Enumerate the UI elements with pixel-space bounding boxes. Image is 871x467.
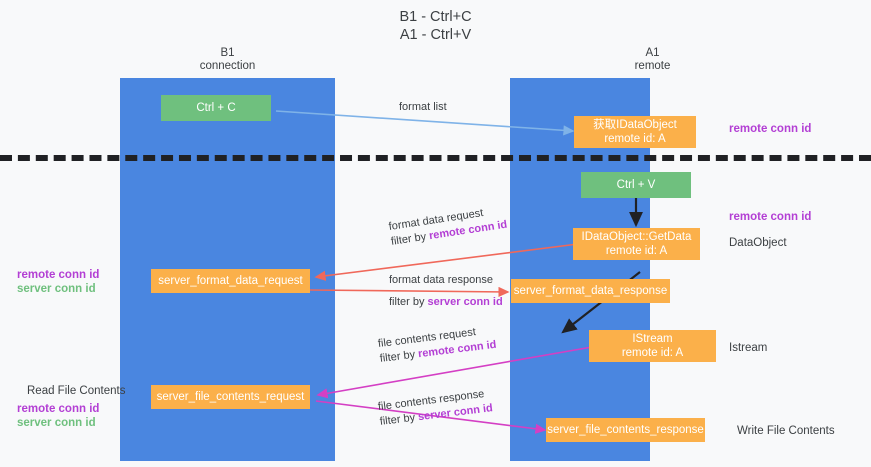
column-header-b1: B1 connection [120, 47, 335, 73]
box-istream-line1: IStream [632, 333, 673, 345]
box-server-file-contents-request[interactable]: server_file_contents_request [151, 385, 310, 409]
box-server-file-contents-request-label: server_file_contents_request [156, 391, 305, 403]
flow-label-format-list-line1: format list [399, 101, 447, 113]
right-label-write-file-contents: Write File Contents [737, 425, 835, 437]
flow-prefix: filter by [379, 411, 419, 428]
arrow-file-contents-request [316, 346, 593, 399]
left-label-read-file-contents: Read File Contents [27, 385, 126, 397]
box-get-idataobject-line2: remote id: A [604, 133, 666, 145]
box-get-idataobject[interactable]: 获取IDataObject remote id: A [574, 116, 696, 148]
right-label-remote-conn-id-top: remote conn id [729, 123, 812, 135]
arrow-file-contents-response [315, 400, 547, 434]
flow-label-format-data-response-line2: filter by server conn id [389, 295, 503, 310]
box-server-format-data-request-label: server_format_data_request [158, 275, 303, 287]
flow-label-format-list: format list [399, 100, 447, 115]
box-get-idataobject-line1: 获取IDataObject [593, 119, 677, 131]
arrow-format-list [275, 110, 575, 136]
box-server-file-contents-response-label: server_file_contents_response [547, 424, 704, 436]
column-header-b1-name: B1 [220, 47, 235, 59]
arrow-format-data-request [314, 243, 579, 281]
box-idataobject-getdata[interactable]: IDataObject::GetData remote id: A [573, 228, 700, 260]
box-ctrl-c-label: Ctrl + C [196, 102, 236, 114]
left-label-bottom-remote-conn-id: remote conn id [17, 403, 100, 415]
flow-prefix: filter by [379, 348, 419, 365]
right-label-dataobject: DataObject [729, 237, 787, 249]
box-idataobject-getdata-line2: remote id: A [605, 245, 668, 257]
right-label-istream: Istream [729, 342, 768, 354]
box-idataobject-getdata-line1: IDataObject::GetData [581, 231, 692, 243]
box-ctrl-c[interactable]: Ctrl + C [161, 95, 271, 121]
title-line-2: A1 - Ctrl+V [399, 27, 472, 43]
box-ctrl-v[interactable]: Ctrl + V [581, 172, 691, 198]
left-label-bottom-server-conn-id: server conn id [17, 417, 96, 429]
box-server-format-data-response-label: server_format_data_response [513, 285, 668, 297]
flow-label-format-data-response-line1: format data response [389, 274, 493, 286]
column-header-b1-role: connection [199, 60, 256, 72]
left-label-mid-remote-conn-id: remote conn id [17, 269, 100, 281]
box-server-format-data-response[interactable]: server_format_data_response [511, 279, 670, 303]
right-label-remote-conn-id-mid: remote conn id [729, 211, 812, 223]
column-header-a1-name: A1 [645, 47, 660, 59]
box-ctrl-v-label: Ctrl + V [616, 179, 656, 191]
arrow-format-data-response [309, 286, 510, 298]
page-title: B1 - Ctrl+C A1 - Ctrl+V [0, 8, 871, 44]
flow-prefix: filter by [389, 296, 428, 308]
column-header-a1: A1 remote [510, 47, 795, 73]
box-istream[interactable]: IStream remote id: A [589, 330, 716, 362]
left-label-mid-conn-ids: remote conn id server conn id [17, 268, 99, 296]
left-label-bottom-conn-ids: remote conn id server conn id [17, 402, 99, 430]
column-header-a1-role: remote [634, 60, 671, 72]
left-label-mid-server-conn-id: server conn id [17, 283, 96, 295]
box-istream-line2: remote id: A [621, 347, 684, 359]
box-server-format-data-request[interactable]: server_format_data_request [151, 269, 310, 293]
title-line-1: B1 - Ctrl+C [399, 9, 472, 25]
conn-id-highlight: server conn id [427, 296, 503, 308]
box-server-file-contents-response[interactable]: server_file_contents_response [546, 418, 705, 442]
section-divider [0, 155, 871, 161]
flow-label-format-data-response: format data response filter by server co… [389, 273, 503, 310]
